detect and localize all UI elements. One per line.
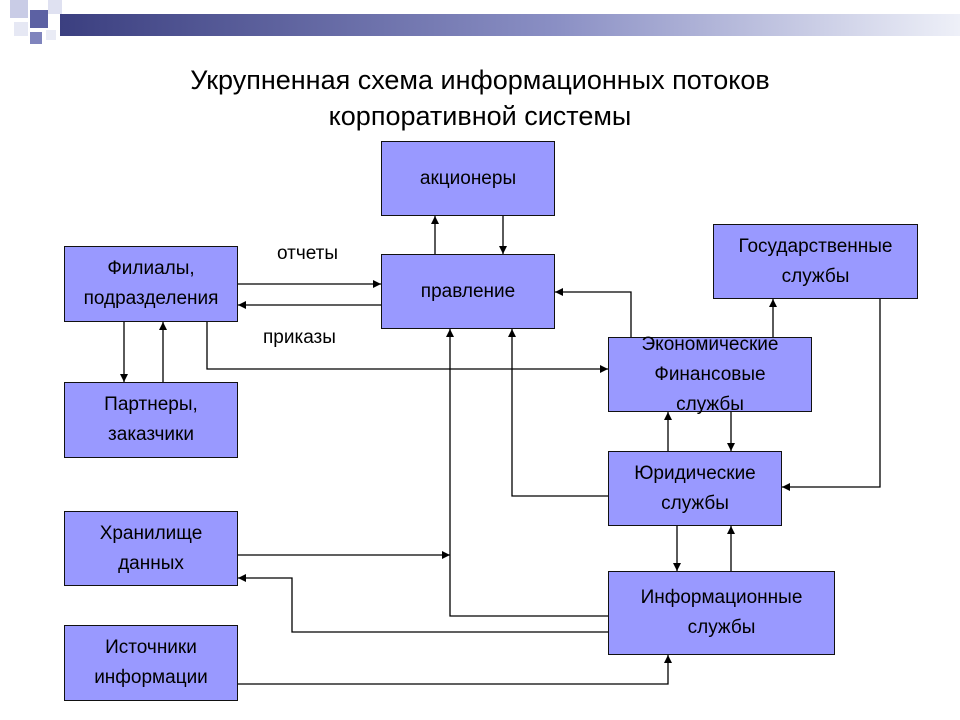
node-info-services-label: Информационные службы (640, 587, 803, 638)
node-board: правление (381, 254, 555, 329)
node-gov-services-label: Государственные службы (738, 235, 893, 287)
title-line-2: корпоративной системы (328, 101, 632, 131)
node-econ-services-label: Экономические Финансовые службы (641, 333, 779, 415)
node-board-label: правление (420, 280, 516, 302)
header-band-graphic (10, 0, 960, 44)
node-info-sources-label: Источники информации (94, 637, 208, 688)
arrow-sources-to-info (238, 655, 672, 685)
arrow-gov-to-legal (782, 299, 881, 491)
node-econ-services: Экономические Финансовые службы (608, 334, 812, 415)
node-legal-services-label: Юридические службы (634, 462, 756, 514)
arrow-branches-to-econ (206, 322, 608, 373)
node-data-storage: Хранилище данных (64, 511, 238, 586)
node-branches: Филиалы, подразделения (64, 246, 238, 322)
header-band (0, 0, 960, 60)
flow-label-orders: приказы (263, 327, 336, 348)
node-info-sources: Источники информации (64, 625, 238, 701)
diagram-title: Укрупненная схема информационных потоков… (0, 62, 960, 134)
node-info-services: Информационные службы (608, 571, 835, 655)
node-legal-services: Юридические службы (608, 451, 782, 526)
title-line-1: Укрупненная схема информационных потоков (190, 65, 770, 95)
flow-label-reports: отчеты (277, 243, 339, 264)
node-gov-services: Государственные службы (713, 224, 918, 299)
node-shareholders-label: акционеры (419, 167, 517, 189)
arrow-legal-to-board (508, 329, 608, 497)
arrow-info-to-board (446, 329, 608, 617)
node-shareholders: акционеры (381, 141, 555, 216)
node-branches-label: Филиалы, подразделения (83, 258, 219, 309)
node-partners: Партнеры, заказчики (64, 382, 238, 458)
node-partners-label: Партнеры, заказчики (104, 394, 198, 445)
arrow-econ-to-board (555, 288, 632, 337)
arrow-info-to-storage (238, 574, 608, 633)
node-data-storage-label: Хранилище данных (99, 522, 203, 574)
